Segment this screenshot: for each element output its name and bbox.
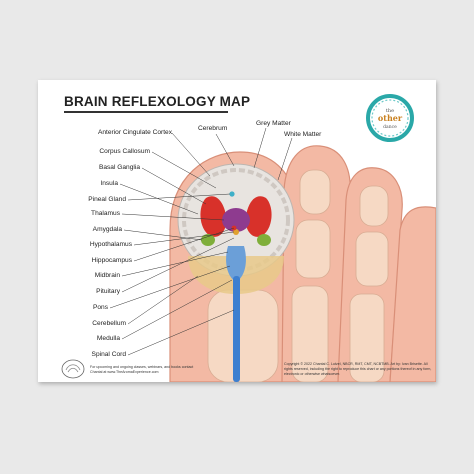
second-toe-phalanx-distal bbox=[299, 169, 331, 215]
third-toe-phalanx-distal bbox=[359, 185, 389, 227]
cerebrum-grey-matter-ring bbox=[182, 168, 290, 272]
footer-contact-text: For upcoming and ongoing classes, webina… bbox=[90, 365, 194, 374]
title-underline bbox=[64, 111, 228, 113]
aroma-experience-logo-icon bbox=[61, 359, 85, 379]
amygdala-left bbox=[201, 234, 215, 246]
label-thalamus: Thalamus bbox=[91, 210, 120, 217]
label-corpus-callosum: Corpus Callosum bbox=[99, 148, 150, 155]
big-toe-phalanx-proximal bbox=[207, 289, 279, 382]
label-pineal-gland: Pineal Gland bbox=[88, 196, 126, 203]
poster-title: BRAIN REFLEXOLOGY MAP bbox=[64, 94, 251, 109]
second-toe-phalanx-middle bbox=[295, 219, 331, 279]
label-hippocampus: Hippocampus bbox=[91, 257, 132, 264]
label-medulla: Medulla bbox=[96, 335, 120, 342]
logo-word-dance: dance bbox=[383, 124, 397, 130]
hypothalamus bbox=[233, 229, 239, 235]
reflexology-poster: BRAIN REFLEXOLOGY MAP bbox=[38, 80, 436, 382]
pineal-gland bbox=[229, 191, 235, 197]
label-pons: Pons bbox=[92, 304, 108, 311]
label-cerebellum: Cerebellum bbox=[92, 320, 126, 327]
label-white-matter: White Matter bbox=[284, 131, 322, 138]
label-insula: Insula bbox=[100, 180, 118, 187]
basal-ganglia-right bbox=[245, 196, 272, 237]
leader-lines-top bbox=[215, 127, 293, 181]
logo-word-other: other bbox=[378, 113, 403, 123]
foot-brain-diagram bbox=[109, 127, 436, 382]
label-pituitary: Pituitary bbox=[96, 288, 120, 295]
label-cerebrum: Cerebrum bbox=[198, 125, 228, 132]
label-midbrain: Midbrain bbox=[94, 272, 120, 279]
amygdala-right bbox=[257, 234, 271, 246]
label-spinal-cord: Spinal Cord bbox=[91, 351, 126, 358]
third-toe-phalanx-middle bbox=[355, 231, 389, 287]
label-anterior-cingulate-cortex: Anterior Cingulate Cortex bbox=[97, 129, 172, 136]
label-amygdala: Amygdala bbox=[92, 226, 122, 233]
second-toe-phalanx-proximal bbox=[291, 285, 329, 382]
basal-ganglia-left bbox=[200, 196, 227, 237]
midbrain-pons bbox=[226, 246, 246, 282]
thalamus bbox=[222, 208, 250, 232]
third-toe-phalanx-proximal bbox=[349, 293, 385, 382]
spinal-cord bbox=[233, 276, 240, 382]
the-other-dance-logo: the other dance bbox=[366, 94, 414, 142]
logo-word-the: the bbox=[386, 108, 394, 114]
footer-copyright-text: Copyright © 2022 Chantal C. Lutzel, NBCR… bbox=[284, 362, 432, 376]
label-basal-ganglia: Basal Ganglia bbox=[98, 164, 140, 171]
label-grey-matter: Grey Matter bbox=[256, 120, 291, 127]
fourth-toe bbox=[389, 206, 436, 382]
leader-lines-left bbox=[109, 132, 235, 356]
label-hypothalamus: Hypothalamus bbox=[89, 241, 132, 248]
